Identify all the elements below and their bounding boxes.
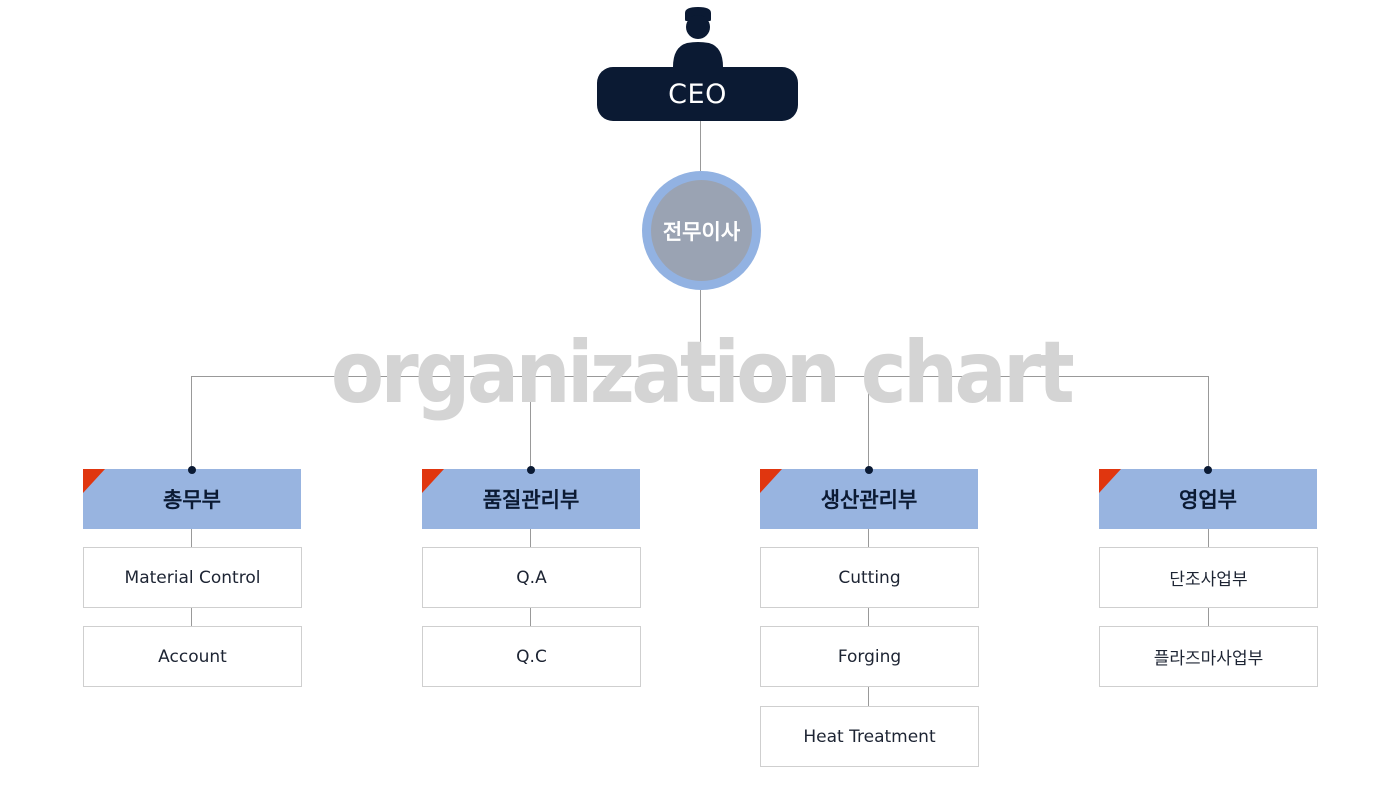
connector-col2-b (530, 608, 531, 627)
connector-col3-b (868, 608, 869, 627)
team-box-qa: Q.A (422, 547, 641, 608)
team-box-heat-treatment: Heat Treatment (760, 706, 979, 767)
corner-accent (422, 469, 444, 493)
connector-dot (527, 466, 535, 474)
connector-col3-c (868, 687, 869, 707)
connector-director-bus (700, 290, 701, 377)
team-box-material-control: Material Control (83, 547, 302, 608)
corner-accent (760, 469, 782, 493)
connector-dept-1 (191, 376, 192, 470)
dept-header-sales: 영업부 (1099, 469, 1317, 529)
corner-accent (1099, 469, 1121, 493)
connector-col1-b (191, 608, 192, 627)
team-box-account: Account (83, 626, 302, 687)
corner-accent (83, 469, 105, 493)
connector-col2-a (530, 529, 531, 548)
ceo-box: CEO (597, 67, 798, 121)
dept-header-production: 생산관리부 (760, 469, 978, 529)
connector-col4-b (1208, 608, 1209, 627)
person-silhouette-icon (673, 7, 723, 67)
connector-dept-4 (1208, 376, 1209, 470)
dept-header-quality: 품질관리부 (422, 469, 640, 529)
dept-name: 품질관리부 (482, 488, 580, 512)
watermark-title: organization chart (330, 323, 1075, 423)
connector-dept-3 (868, 376, 869, 470)
team-box-qc: Q.C (422, 626, 641, 687)
connector-dot (188, 466, 196, 474)
connector-dot (865, 466, 873, 474)
team-box-plasma-business: 플라즈마사업부 (1099, 626, 1318, 687)
connector-col3-a (868, 529, 869, 548)
dept-name: 영업부 (1179, 488, 1237, 512)
connector-horizontal-bus (191, 376, 1209, 377)
connector-ceo-director (700, 121, 701, 171)
connector-col1-a (191, 529, 192, 548)
team-box-forging: Forging (760, 626, 979, 687)
dept-name: 생산관리부 (820, 488, 918, 512)
team-box-cutting: Cutting (760, 547, 979, 608)
dept-name: 총무부 (163, 488, 221, 512)
connector-dept-2 (530, 376, 531, 470)
team-box-forging-business: 단조사업부 (1099, 547, 1318, 608)
connector-dot (1204, 466, 1212, 474)
dept-header-general-affairs: 총무부 (83, 469, 301, 529)
connector-col4-a (1208, 529, 1209, 548)
director-node: 전무이사 (651, 180, 752, 281)
